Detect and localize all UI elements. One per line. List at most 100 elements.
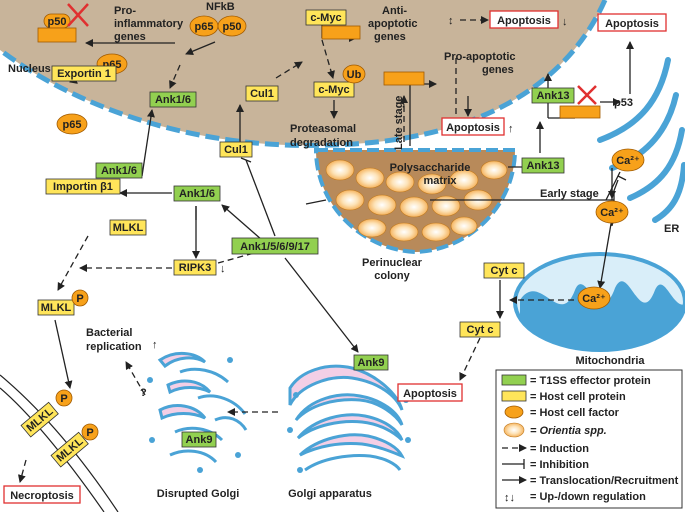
legend-orientia: = Orientia spp. <box>530 425 607 437</box>
calcium-factor-1 <box>611 148 645 172</box>
apoptosis-label-1: Apoptosis <box>497 15 551 27</box>
calcium-label-1: Ca²⁺ <box>616 155 640 167</box>
ank13-nucleus-box <box>531 87 575 104</box>
pro-apoptotic-2: genes <box>482 64 514 76</box>
er-label: ER <box>664 223 679 235</box>
pro-inflammatory-1: Pro- <box>114 5 136 17</box>
ank16-cyto-label: Ank1/6 <box>179 188 215 200</box>
disrupted-golgi <box>147 352 248 473</box>
calcium-label-2: Ca²⁺ <box>600 207 624 219</box>
mlkl-membrane-1: MLKL <box>20 401 59 438</box>
anti-apoptotic-1: Anti- <box>382 5 407 17</box>
ank9-golgi-label: Ank9 <box>358 357 385 369</box>
necroptosis-box <box>3 485 81 504</box>
legend-effector-swatch <box>501 374 527 386</box>
ripk3-box <box>173 259 217 276</box>
early-stage-label: Early stage <box>540 188 599 200</box>
down-arrow-2: ↓ <box>220 263 226 275</box>
apoptosis-box-1 <box>489 10 559 29</box>
p65-label: p65 <box>195 21 214 33</box>
proteasomal-2: degradation <box>290 137 353 149</box>
mitochondria-label: Mitochondria <box>575 355 645 367</box>
proteasomal-1: Proteasomal <box>290 123 356 135</box>
golgi-apparatus <box>287 364 411 473</box>
p50-label-2: p50 <box>223 21 242 33</box>
phospho-p-1 <box>71 289 89 307</box>
ank16-cyto-box <box>173 185 221 202</box>
legend-orientia-swatch <box>503 422 525 438</box>
polysaccharide-label-2: matrix <box>423 175 457 187</box>
phospho-p-3 <box>81 423 99 441</box>
promoter-box <box>37 27 77 43</box>
exportin-label: Exportin 1 <box>57 68 111 80</box>
ank13-nucleus-label: Ank13 <box>536 90 569 102</box>
mlkl-box-1 <box>109 219 147 236</box>
apoptosis-box-3 <box>441 117 505 136</box>
ank-multi-label: Ank1/5/6/9/17 <box>240 241 310 253</box>
p65-label-3: p65 <box>63 119 82 131</box>
promoter-box-3 <box>383 71 425 86</box>
cytc-label-1: Cyt c <box>491 265 518 277</box>
arrows <box>17 16 634 483</box>
ank16-importin-box <box>95 162 143 179</box>
perinuclear-label-2: colony <box>374 270 410 282</box>
ank-multi-box <box>231 237 319 255</box>
ank9-disrupted-label: Ank9 <box>186 434 213 446</box>
mlkl-label-1: MLKL <box>113 222 144 234</box>
legend-host-protein-swatch <box>501 390 527 402</box>
blocked-x-icon <box>67 3 89 27</box>
ank13-matrix-box <box>521 157 565 174</box>
legend-inhibition: = Inhibition <box>530 459 589 471</box>
cul1-cyto-label: Cul1 <box>224 144 248 156</box>
cytc-box-2 <box>459 321 501 338</box>
cmyc-box-2 <box>313 81 355 98</box>
disrupted-golgi-label: Disrupted Golgi <box>157 488 240 500</box>
blocked-x-icon-2 <box>577 85 597 105</box>
apoptosis-box-2 <box>597 13 667 32</box>
up-down-arrow-1: ↕ <box>448 15 454 27</box>
question-mark: ? <box>140 387 147 399</box>
legend-induction: = Induction <box>530 443 589 455</box>
cul1-nucleus-label: Cul1 <box>250 88 274 100</box>
up-arrow-1: ↑ <box>508 123 514 135</box>
ank16-importin-label: Ank1/6 <box>101 165 137 177</box>
anti-apoptotic-3: genes <box>374 31 406 43</box>
pro-apoptotic-1: Pro-apoptotic <box>444 51 516 63</box>
importin-label: Importin β1 <box>53 181 113 193</box>
calcium-factor-2 <box>595 200 629 224</box>
p50-factor-2 <box>217 15 247 37</box>
ank16-nucleus-box <box>149 91 197 108</box>
mlkl-label-2: MLKL <box>41 302 72 314</box>
plasma-membrane <box>0 374 119 513</box>
p50-label: p50 <box>48 16 67 28</box>
ank13-matrix-label: Ank13 <box>526 160 559 172</box>
cul1-cyto-box <box>219 141 253 158</box>
cmyc-label-1: c-Myc <box>310 12 341 24</box>
ank16-nucleus-label: Ank1/6 <box>155 94 191 106</box>
bacterial-1: Bacterial <box>86 327 132 339</box>
importin-box <box>45 178 121 195</box>
calcium-label-3: Ca²⁺ <box>582 293 606 305</box>
legend-translocation: = Translocation/Recruitment <box>530 475 679 487</box>
phospho-label-1: P <box>76 293 83 305</box>
exportin-box <box>51 65 117 82</box>
cmyc-label-2: c-Myc <box>318 84 349 96</box>
promoter-box-4 <box>559 105 601 119</box>
phospho-label-3: P <box>86 427 93 439</box>
cmyc-box-1 <box>305 9 347 26</box>
perinuclear-label-1: Perinuclear <box>362 257 423 269</box>
apoptosis-label-4: Apoptosis <box>403 388 457 400</box>
mlkl-box-2 <box>37 299 75 316</box>
phospho-label-2: P <box>60 393 67 405</box>
cytc-label-2: Cyt c <box>467 324 494 336</box>
cul1-nucleus-box <box>245 85 279 102</box>
apoptosis-box-4 <box>397 383 463 402</box>
ank9-golgi-box <box>353 354 389 371</box>
apoptosis-label-2: Apoptosis <box>605 18 659 30</box>
legend-host-factor-swatch <box>504 405 524 419</box>
legend-regulation: = Up-/down regulation <box>530 491 646 503</box>
ub-label: Ub <box>347 69 362 81</box>
golgi-apparatus-label: Golgi apparatus <box>288 488 372 500</box>
calcium-factor-3 <box>577 286 611 310</box>
legend-regulation-icon: ↕↓ <box>504 492 515 504</box>
